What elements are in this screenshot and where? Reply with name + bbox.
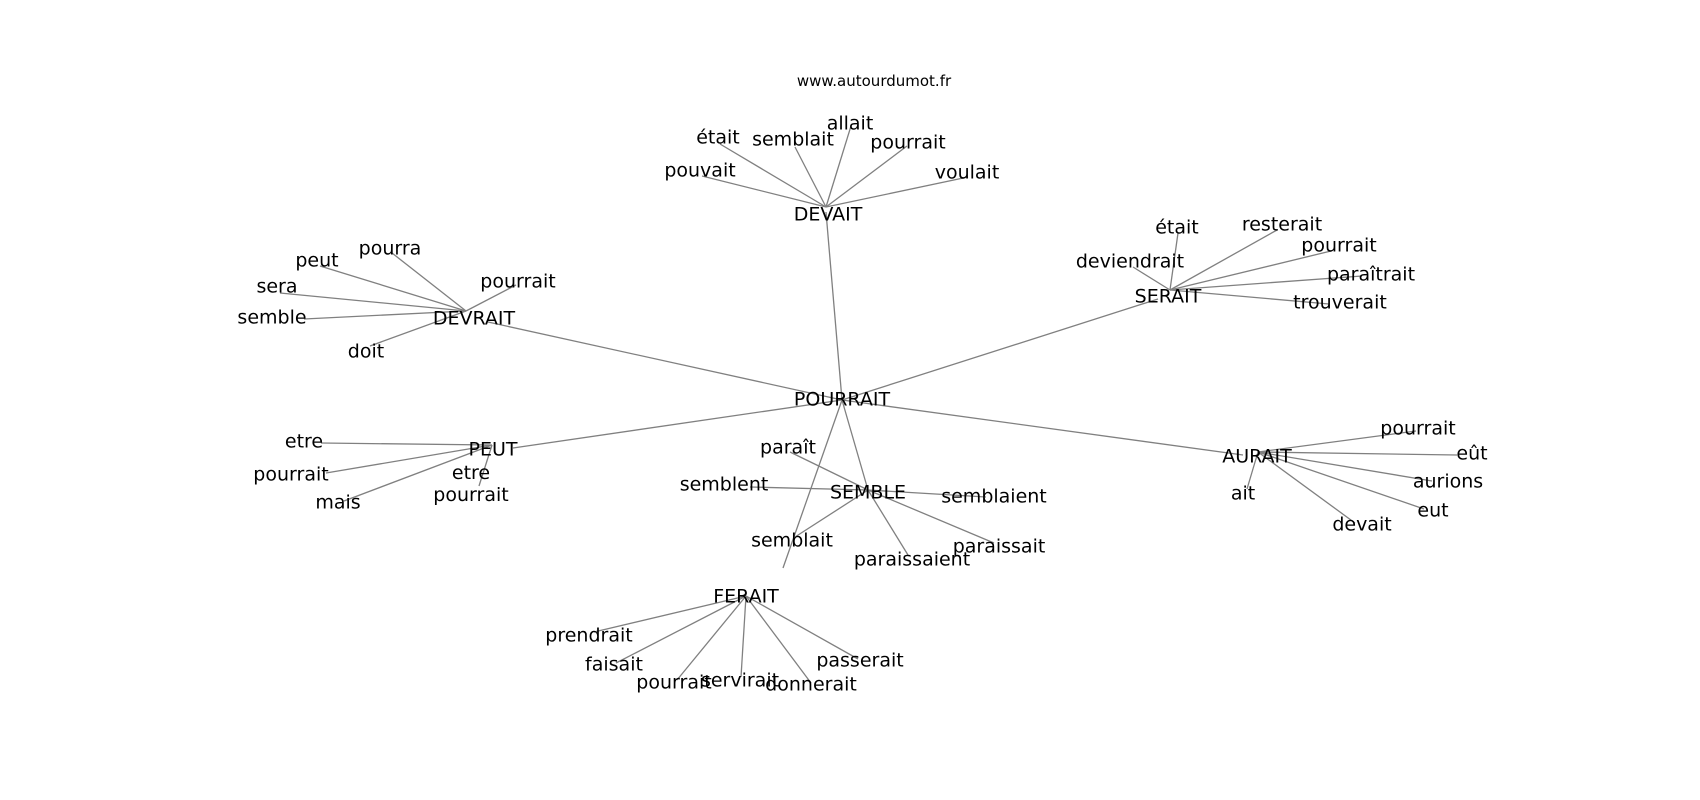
edge-devrait-leaf <box>279 292 467 312</box>
edge-ferait-leaf <box>593 595 747 633</box>
leaf-word: pourrait <box>1380 418 1455 440</box>
edge-ferait-leaf <box>740 595 747 678</box>
edge-center-serait <box>841 298 1159 401</box>
edge-devait-leaf <box>825 125 852 208</box>
edge-serait-leaf <box>1169 275 1363 291</box>
edge-peut-leaf <box>343 444 493 502</box>
leaf-word: semblait <box>752 129 834 151</box>
leaf-word: pourrait <box>870 132 945 154</box>
center-word: POURRAIT <box>794 389 891 411</box>
leaf-word: aurions <box>1413 471 1483 493</box>
edge-serait-leaf <box>1169 232 1179 291</box>
leaf-word: sera <box>256 276 297 298</box>
hub-word-semble: SEMBLE <box>830 482 906 504</box>
leaf-word: pouvait <box>664 160 735 182</box>
leaf-word: eût <box>1456 443 1487 465</box>
edge-serait-leaf <box>1169 289 1330 305</box>
leaf-word: semblent <box>680 474 769 496</box>
edge-aurait-leaf <box>1246 451 1259 490</box>
edge-center-devait <box>825 211 843 401</box>
leaf-word: ait <box>1231 483 1255 505</box>
edge-semble-leaf <box>867 489 987 498</box>
leaf-word: prendrait <box>545 625 632 647</box>
leaf-word: paraîtrait <box>1327 264 1415 286</box>
edge-devrait-leaf <box>369 310 467 347</box>
leaf-word: allait <box>827 113 874 135</box>
edge-devrait-leaf <box>303 310 467 320</box>
edge-ferait-leaf <box>745 595 859 660</box>
edge-semble-leaf <box>867 489 995 544</box>
leaf-word: paraît <box>760 437 816 459</box>
hub-word-devrait: DEVRAIT <box>433 308 516 330</box>
leaf-word: semble <box>237 307 306 329</box>
edge-center-ferait <box>782 399 843 569</box>
leaf-word: faisait <box>585 654 643 676</box>
edge-center-devrait <box>487 321 843 401</box>
leaf-word: était <box>1155 217 1199 239</box>
leaf-word: passerait <box>816 650 903 672</box>
edge-aurait-leaf <box>1257 451 1433 482</box>
leaf-word: pourrait <box>480 271 555 293</box>
edge-peut-leaf <box>325 444 493 474</box>
edge-serait-leaf <box>1169 229 1278 291</box>
leaf-word: peut <box>295 250 338 272</box>
leaf-word: etre <box>285 431 323 453</box>
edge-semble-leaf <box>794 489 869 538</box>
edge-semble-leaf <box>749 486 869 491</box>
leaf-word: donnerait <box>765 674 857 696</box>
edge-devait-leaf <box>825 145 908 208</box>
edge-semble-leaf <box>789 451 869 491</box>
edge-center-aurait <box>841 399 1244 456</box>
edge-devrait-leaf <box>465 284 517 312</box>
leaf-word: paraissait <box>953 536 1046 558</box>
leaf-word: doit <box>348 341 384 363</box>
edge-ferait-leaf <box>615 595 747 664</box>
edge-semble-leaf <box>867 489 909 556</box>
edge-center-peut <box>512 399 843 449</box>
leaf-word: eut <box>1417 500 1448 522</box>
leaf-word: trouverait <box>1293 292 1387 314</box>
hub-word-devait: DEVAIT <box>794 204 863 226</box>
edge-devrait-leaf <box>391 252 467 312</box>
leaf-word: mais <box>315 492 360 514</box>
source-url: www.autourdumot.fr <box>796 72 952 90</box>
edge-devait-leaf <box>825 176 969 208</box>
hub-word-ferait: FERAIT <box>713 586 779 608</box>
edge-devait-leaf <box>794 146 827 208</box>
edge-aurait-leaf <box>1257 430 1417 453</box>
edge-ferait-leaf <box>745 595 812 684</box>
leaf-word: pourrait <box>1301 235 1376 257</box>
edge-aurait-leaf <box>1257 451 1425 510</box>
leaf-word: servirait <box>701 670 779 692</box>
edge-devait-leaf <box>719 143 827 208</box>
leaf-word: resterait <box>1242 214 1322 236</box>
leaf-word: deviendrait <box>1076 251 1184 273</box>
leaf-word: paraissaient <box>854 549 970 571</box>
edge-serait-leaf <box>1169 250 1332 291</box>
edge-center-semble <box>841 399 869 491</box>
leaf-word: pourrait <box>253 464 328 486</box>
edge-devait-leaf <box>701 175 827 208</box>
hub-word-serait: SERAIT <box>1135 286 1202 308</box>
edge-peut-leaf <box>320 442 493 446</box>
leaf-word: semblait <box>751 530 833 552</box>
leaf-word: pourrait <box>636 672 711 694</box>
hub-word-peut: PEUT <box>469 439 518 461</box>
leaf-word: était <box>696 127 740 149</box>
edge-devrait-leaf <box>319 265 467 312</box>
edge-aurait-leaf <box>1257 451 1458 456</box>
leaf-word: semblaient <box>941 486 1047 508</box>
hub-word-aurait: AURAIT <box>1222 446 1292 468</box>
leaf-word: voulait <box>935 162 1000 184</box>
edge-peut-leaf <box>478 444 493 487</box>
edge-ferait-leaf <box>676 595 747 681</box>
leaf-word: devait <box>1332 514 1391 536</box>
leaf-word: pourra <box>359 238 422 260</box>
edge-aurait-leaf <box>1257 451 1356 524</box>
edge-serait-leaf <box>1132 266 1171 291</box>
